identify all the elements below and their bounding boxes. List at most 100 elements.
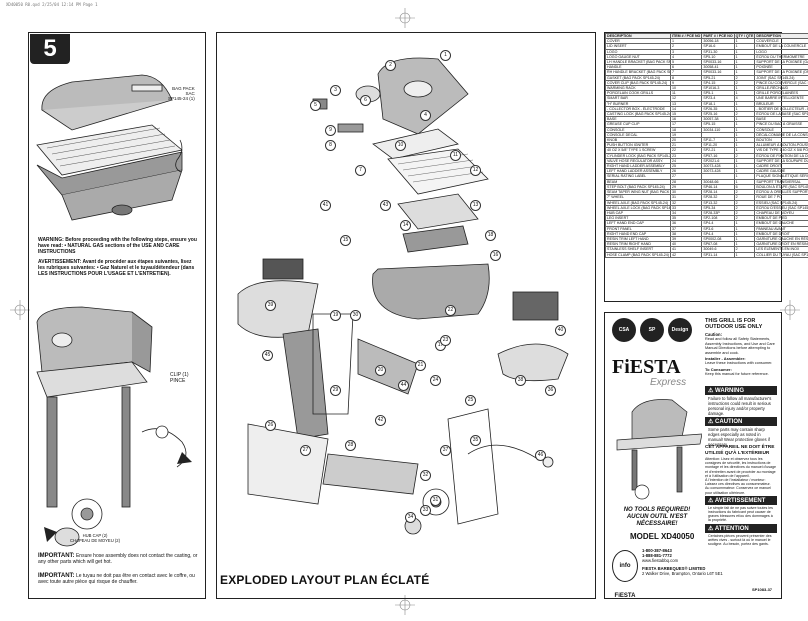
avertissement-text: AVERTISSEMENT: Avant de procéder aux éta… [38,259,195,277]
parts-cell: GRILLE-RÉCHAUD [754,85,808,92]
caution-heading: Caution: [705,332,722,337]
parts-cell: CYLINDER LOCK (BAG PACK SP145-24) [605,152,671,159]
exploded-diagram [237,57,569,535]
callout-number: 36 [545,385,556,396]
avert-text: Le simple fait de ne pas suivre toutes l… [708,505,773,523]
parts-cell: SP31-14 [701,251,735,258]
parts-cell: - BOÎTIER DE COLLECTEUR - ÉLECTRODE [754,105,808,113]
brand-logo: FiESTA [612,356,681,378]
callout-number: 42 [375,415,386,426]
important-text-en: Ensure hose assembly does not contact th… [38,553,198,565]
parts-cell: JOINT (SAC SP145-24) [754,74,808,81]
parts-cell: GRILLE PORCELAINÉES [754,90,808,97]
callout-number: 2 [385,60,396,71]
parts-cell: SUPPORT TRANSVERSAL [754,178,808,185]
parts-cell: STEP BOLT (BAG PACK SP145-24) [605,183,671,191]
parts-row: RH HANDLE BRACKET (BAG PACK SP0001-34)7S… [605,69,808,76]
parts-row: LH HANDLE BRACKET (BAG PACK SP0001-34)5S… [605,58,808,66]
french-installer-text: À l'intention de l'installateur / monteu… [705,478,771,487]
info-panel [604,312,782,599]
caution2-heading: ⚠ CAUTION [705,417,777,426]
exploded-panel [216,32,596,599]
phone-2: 1-888-881-7772 [642,553,672,558]
important-label-en: IMPORTANT: [38,553,75,559]
callout-number: 27 [300,445,311,456]
parts-cell: WHEEL AXLE LOCK (BAG PACK SP145-24) [605,204,671,211]
callout-number: 39 [265,300,276,311]
parts-cell: ÉCROU À OREILLES SUPPORT TRANSVERSAL [754,189,808,196]
website: www.fiestabbq.com [642,558,679,563]
parts-cell: 1 [733,251,756,258]
company-address: 2 Walker Drive, Brampton, Ontario L6T 5E… [642,571,723,576]
installer-heading: Installer - Assembler: [705,356,746,361]
parts-cell: GARNITURE DROIT EN RÉSINE [754,241,808,248]
callout-number: 30 [350,310,361,321]
installer-text: Leave these instructions with consumer. [705,361,773,365]
parts-cell: VIS DE TYPE 1 40 OZ X 5/8 PO [754,147,808,154]
parts-cell: ALLUMEUR À BOUTON-POUSSOIR [754,142,808,149]
parts-cell: EMBOUT DE PIED [754,215,808,222]
parts-header-cell: PART # / PCE NO [701,32,735,40]
french-title: CET APPAREIL NE DOIT ÊTRE UTILISÉ QU'À L… [705,445,775,456]
parts-cell: CADRE GAUCHE [754,168,808,175]
certification-badges: CSA SP Design [612,318,692,342]
callout-number: 21 [415,360,426,371]
callout-number: 14 [400,220,411,231]
important-note-fr: IMPORTANT: Le tuyau ne doit pas être en … [38,573,203,585]
callout-number: 29 [330,385,341,396]
callout-number: 25 [465,395,476,406]
callout-number: 40 [555,325,566,336]
important-text-fr: Le tuyau ne doit pas être en contact ave… [38,573,195,585]
clip-label: CLIP (1) PINCE [170,372,189,384]
parts-cell: VALVE HOSE REGULATOR ASSY. [605,157,671,165]
callout-number: 41 [320,200,331,211]
file-header: XD40050 R0.qxd 2/25/04 12:14 PM Page 1 [6,2,98,7]
bag-pack-label: BAG PACK SAC SP145-24 (1) [168,86,195,101]
avert-heading: ⚠ AVERTISSEMENT [705,495,777,505]
grill-cart-illustration [36,306,192,547]
parts-header-cell: QTY / QTE [733,32,756,40]
attention-text: Certaines pièces peuvent présenter des a… [708,533,772,547]
parts-cell: ÉCROU DU THERMOMÈTRE [754,53,808,61]
parts-cell: ÉCROU D'ESSIEU (SAC SP145-24) [754,204,808,211]
info-logo-icon: info FiESTA [612,550,638,599]
consumer-heading: To Consumer: [705,366,732,372]
important-label-fr: IMPORTANT: [38,573,75,579]
callout-number: 8 [325,140,336,151]
parts-cell: LES ÉLÉMENTS EN INOX [754,246,808,253]
no-tools-fr: AUCUN OUTIL N'EST NÉCESSAIRE! [626,514,688,527]
parts-cell: RIGHT HAND LADDER ASSEMBLY [605,163,671,170]
callout-number: 44 [398,380,409,391]
callout-number: 6 [360,95,371,106]
parts-cell: SP2021-6 [701,157,735,165]
parts-cell: UNE BARRE INTELLIGENTE [754,95,808,102]
parts-cell: SUPPORT DE LA POIGNÉE (GAUCHE) [754,58,808,66]
step-panel [28,32,206,599]
callout-number: 37 [440,445,451,456]
callout-number: 24 [430,375,441,386]
brand-sub: Express [650,377,687,388]
parts-cell: DÉCALCOMANIE DE LA CONSOLE [754,131,808,139]
csa-badge-icon: CSA [612,318,636,342]
avert-heading-text: AVERTISSEMENT [714,497,766,504]
callout-number: 3 [330,85,341,96]
parts-cell: PINCE DU COUVERCLE (SAC SP145-24) [754,79,808,87]
important-note-en: IMPORTANT: Ensure hose assembly does not… [38,553,203,565]
parts-cell: RH HANDLE BRACKET (BAG PACK SP0001-34) [605,69,671,76]
parts-cell: LEFT HAND LADDER ASSEMBLY [605,168,671,175]
